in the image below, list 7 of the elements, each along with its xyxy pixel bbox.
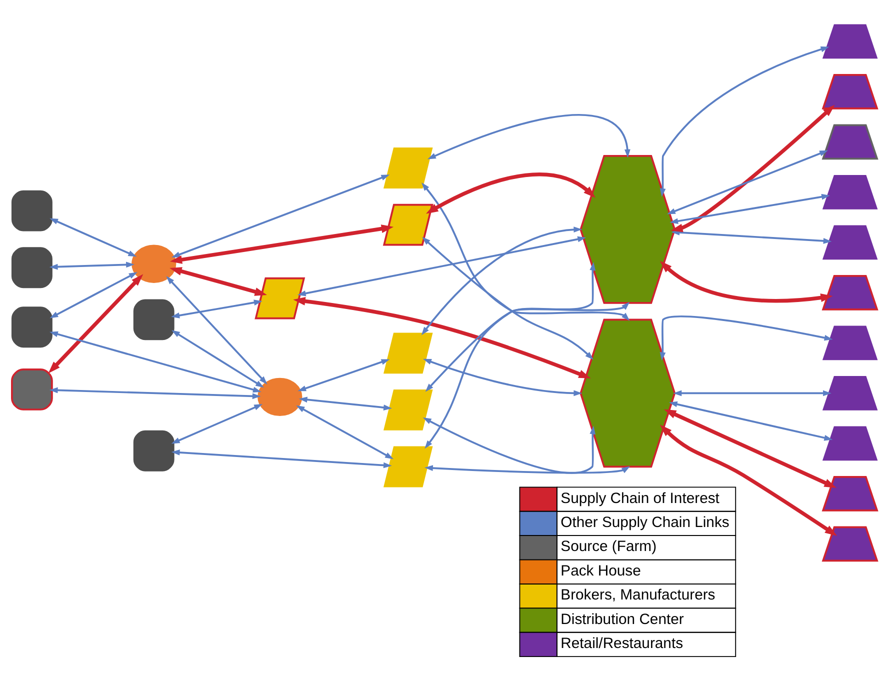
legend-label: Brokers, Manufacturers	[560, 588, 716, 604]
legend-label: Retail/Restaurants	[560, 636, 684, 652]
legend-label: Other Supply Chain Links	[560, 515, 730, 532]
legend-label: Supply Chain of Interest	[560, 490, 720, 507]
legend-label: Distribution Center	[560, 612, 684, 628]
legend-label: Source (Farm)	[560, 539, 657, 556]
legend-label: Pack House	[560, 563, 641, 580]
